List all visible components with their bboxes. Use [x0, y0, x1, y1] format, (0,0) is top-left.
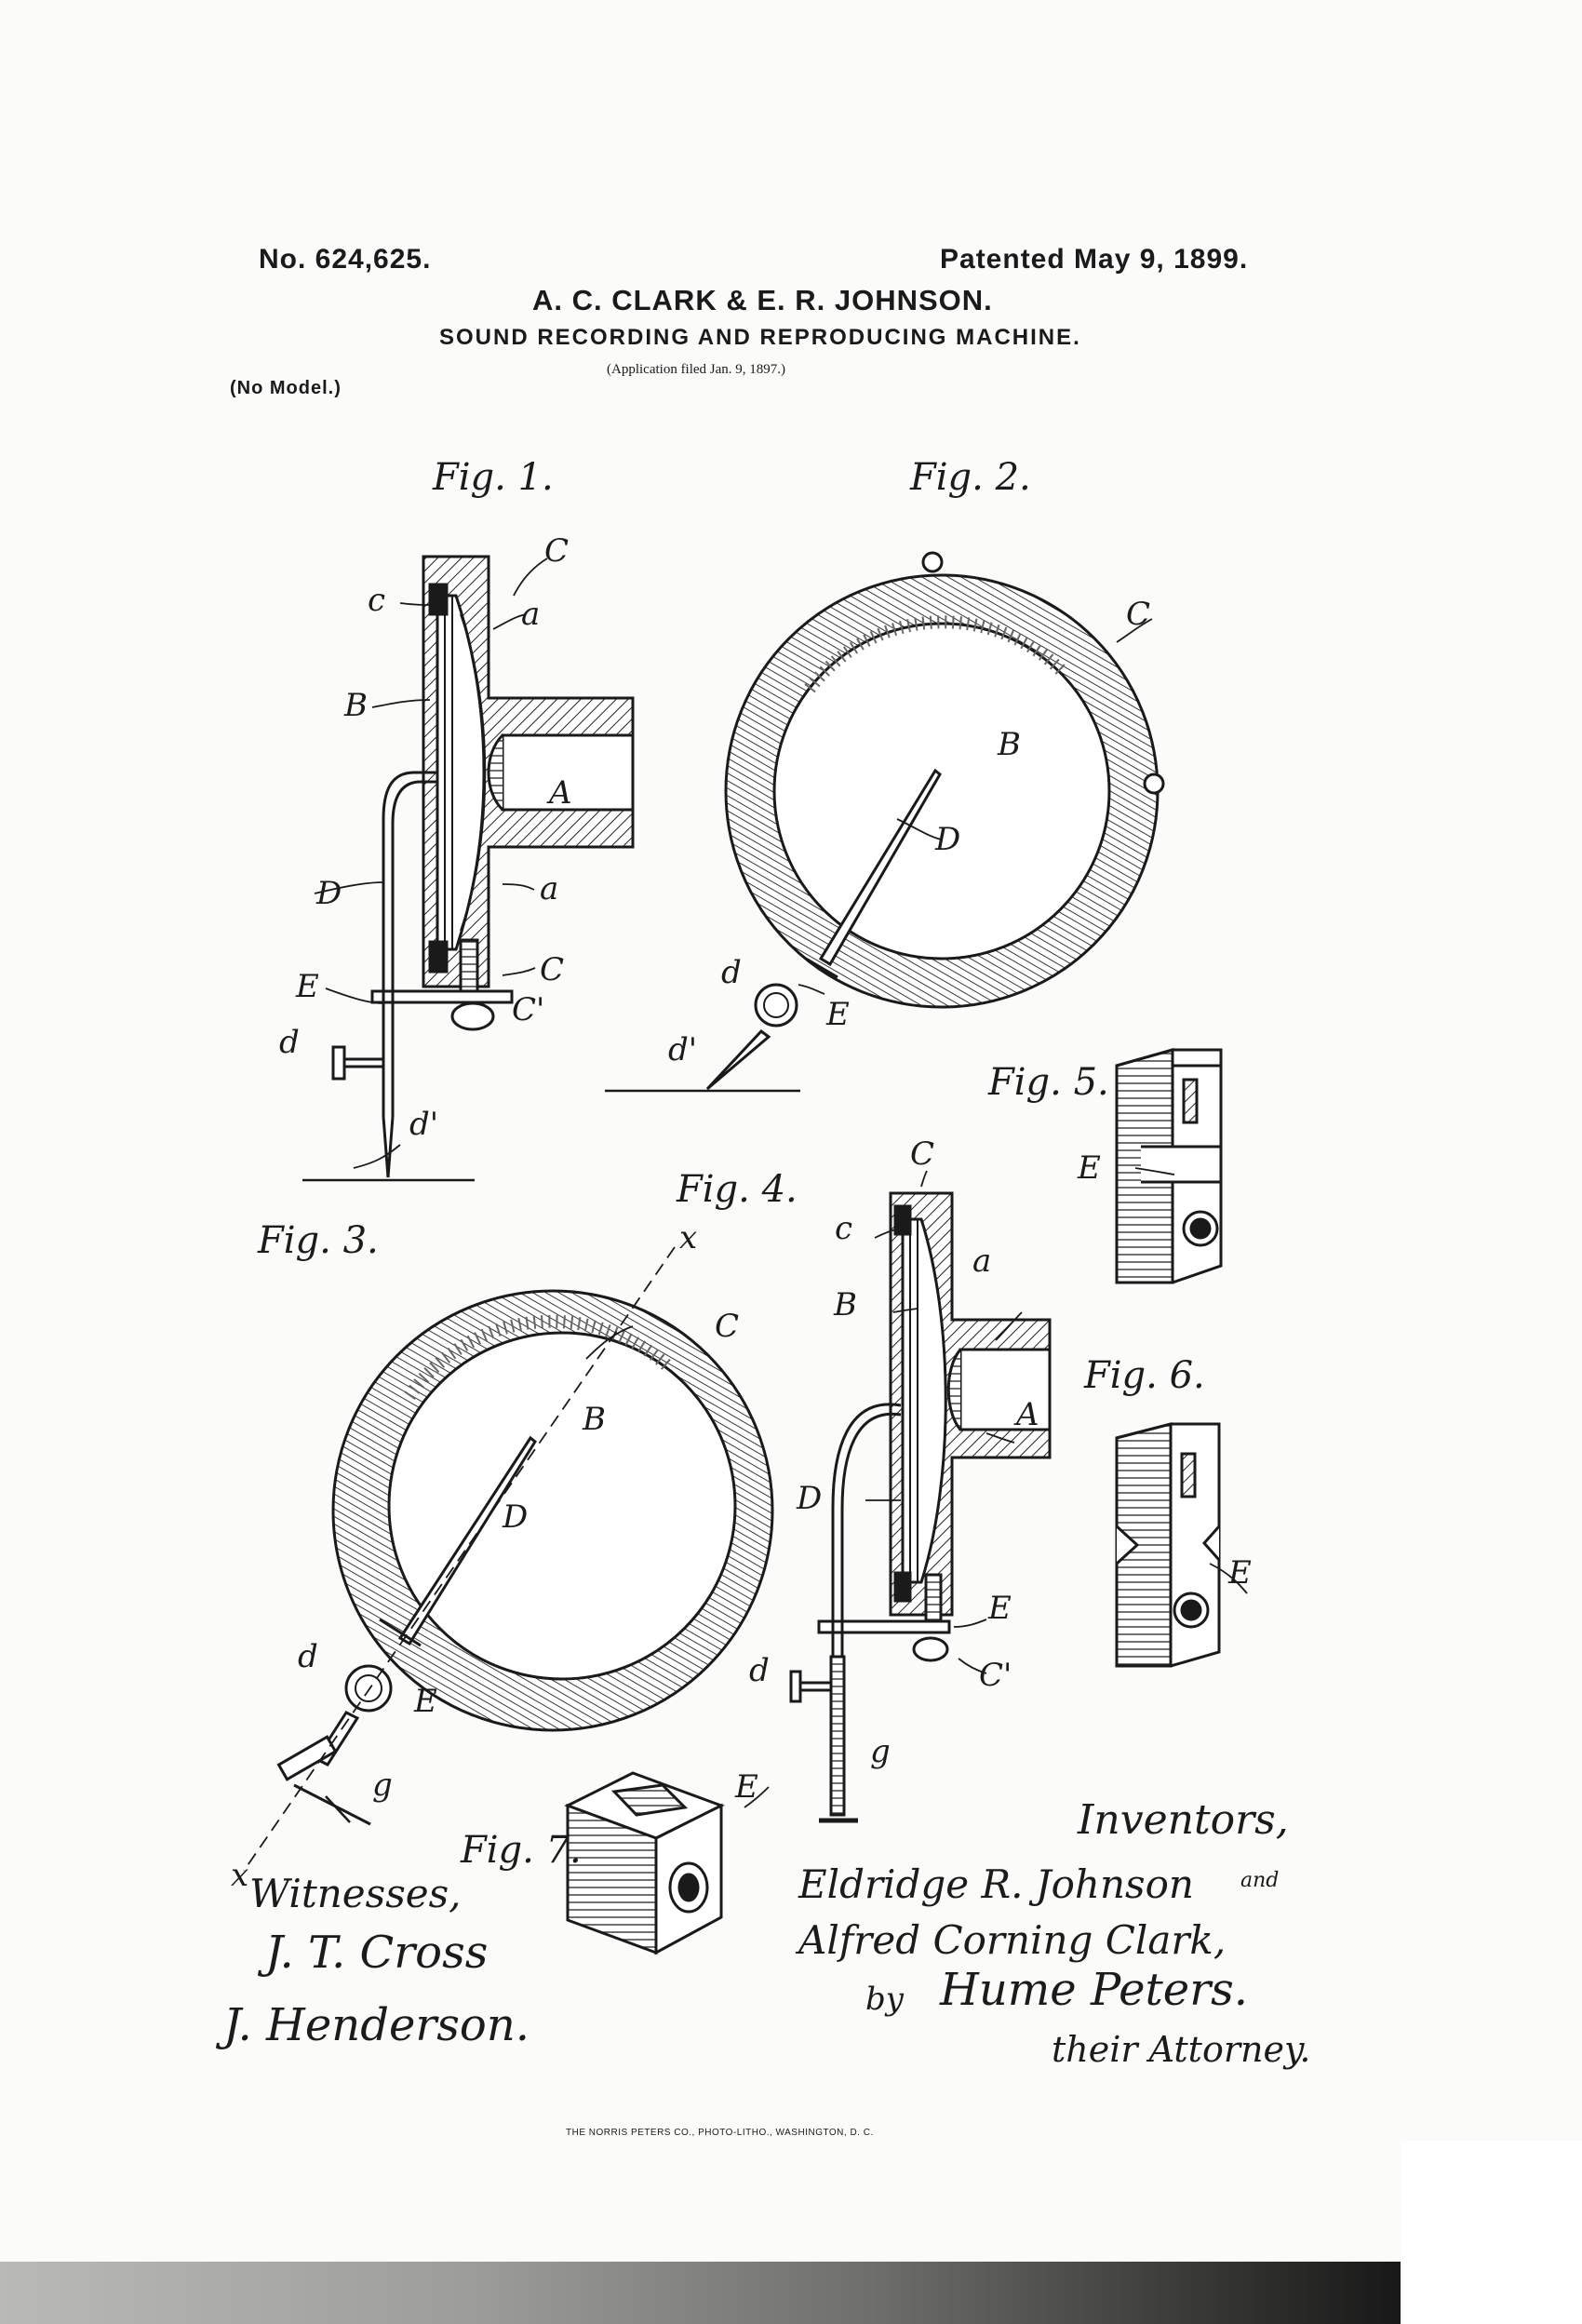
- no-model-note: (No Model.): [230, 378, 342, 398]
- fig-3-label: Fig. 3.: [258, 1219, 379, 1262]
- ref-letter-c-fig4: c: [835, 1210, 853, 1247]
- fig-2-label: Fig. 2.: [910, 456, 1031, 499]
- witness-2-signature: J. Henderson.: [223, 1999, 530, 2051]
- attorney-label: their Attorney.: [1052, 2029, 1311, 2070]
- ref-letter-c-fig1: c: [368, 582, 386, 619]
- ref-letter-a-fig4-top: a: [972, 1243, 992, 1280]
- ref-letter-E-fig2: E: [826, 996, 850, 1033]
- ref-letter-D-fig2: D: [935, 821, 961, 858]
- inventor-2-signature: Alfred Corning Clark,: [798, 1917, 1227, 1963]
- ref-letter-a-fig1-top: a: [521, 596, 541, 633]
- ref-letter-d-fig4: d: [749, 1652, 770, 1689]
- attorney-signature: Hume Peters.: [940, 1964, 1249, 2016]
- ref-letter-D-fig4: D: [797, 1480, 823, 1517]
- leader-lines: [314, 557, 1248, 1808]
- ref-letter-B-fig3: B: [583, 1401, 606, 1438]
- ref-letter-x-fig3-bottom: x: [231, 1857, 249, 1894]
- scan-blank-margin: [1401, 2141, 1582, 2324]
- ref-letter-B-fig1: B: [344, 687, 368, 724]
- ref-letter-a-fig1-bottom: a: [540, 870, 559, 907]
- ref-letter-C-prime-fig4: C': [979, 1657, 1012, 1694]
- application-note: (Application filed Jan. 9, 1897.): [607, 362, 786, 377]
- ref-letter-B-fig2: B: [998, 726, 1021, 763]
- figure-2-drawing: [605, 551, 1165, 1093]
- fig-1-label: Fig. 1.: [433, 456, 554, 499]
- fig-7-label: Fig. 7.: [461, 1829, 582, 1872]
- inventors-header: A. C. CLARK & E. R. JOHNSON.: [532, 284, 993, 316]
- ref-letter-A-fig1: A: [549, 774, 572, 812]
- ref-letter-E-fig5: E: [1078, 1149, 1101, 1187]
- ref-letter-E-fig7: E: [735, 1768, 758, 1806]
- figure-7-drawing: [564, 1771, 725, 1955]
- witnesses-label: Witnesses,: [249, 1871, 462, 1916]
- ref-letter-d-prime-fig1: d': [409, 1106, 439, 1143]
- witness-1-signature: J. T. Cross: [265, 1927, 489, 1979]
- printer-credit: THE NORRIS PETERS CO., PHOTO-LITHO., WAS…: [566, 2128, 874, 2138]
- ref-letter-E-fig4: E: [988, 1590, 1012, 1627]
- ref-letter-C-fig1-bottom: C: [540, 951, 565, 988]
- patent-date: Patented May 9, 1899.: [940, 244, 1249, 275]
- ref-letter-d-fig1: d: [279, 1024, 300, 1061]
- ref-letter-C-fig2: C: [1126, 596, 1151, 633]
- figure-4-drawing: [789, 1191, 1052, 1823]
- ref-letter-d-prime-fig2: d': [668, 1031, 698, 1068]
- ref-letter-D-fig1: D: [316, 875, 342, 912]
- by-word: by: [865, 1981, 904, 2018]
- fig-4-label: Fig. 4.: [677, 1168, 798, 1211]
- figure-3-drawing: [243, 1246, 774, 1872]
- ref-letter-C-fig4-top: C: [910, 1135, 935, 1173]
- ref-letter-E-fig3: E: [414, 1683, 437, 1720]
- ref-letter-g-fig4: g: [870, 1733, 891, 1770]
- ref-letter-A-fig4: A: [1016, 1396, 1039, 1433]
- figure-1-drawing: [302, 555, 635, 1182]
- ref-letter-g-fig3: g: [372, 1767, 393, 1804]
- inventor-1-signature: Eldridge R. Johnson: [798, 1861, 1194, 1907]
- ref-letter-E-fig6: E: [1228, 1554, 1252, 1592]
- scan-edge-strip: [0, 2262, 1582, 2324]
- ref-letter-d-fig3: d: [298, 1638, 318, 1675]
- ref-letter-C-fig1: C: [544, 532, 570, 570]
- inventors-label: Inventors,: [1078, 1796, 1289, 1844]
- ref-letter-C-fig3: C: [715, 1308, 740, 1345]
- ref-letter-C-prime-fig1: C': [512, 991, 545, 1028]
- figure-6-drawing: [1115, 1422, 1221, 1668]
- figure-5-drawing: [1115, 1048, 1223, 1284]
- ref-letter-D-fig3: D: [503, 1498, 529, 1536]
- ref-letter-E-fig1: E: [296, 968, 319, 1005]
- ref-letter-d-fig2: d: [721, 954, 742, 991]
- and-word: and: [1240, 1869, 1280, 1892]
- patent-number: No. 624,625.: [259, 244, 432, 275]
- machine-title: SOUND RECORDING AND REPRODUCING MACHINE.: [439, 325, 1081, 350]
- fig-6-label: Fig. 6.: [1084, 1354, 1205, 1397]
- ref-letter-B-fig4: B: [834, 1286, 857, 1323]
- fig-5-label: Fig. 5.: [988, 1061, 1109, 1104]
- ref-letter-x-fig3-top: x: [679, 1219, 698, 1256]
